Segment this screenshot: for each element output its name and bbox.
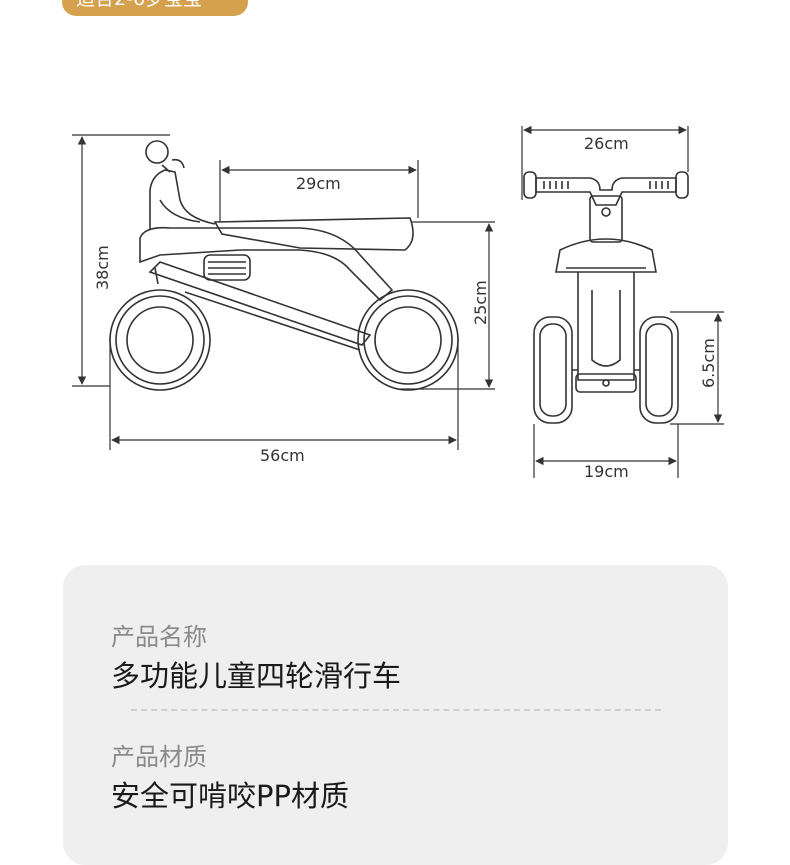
side-view-bike: [109, 140, 459, 391]
product-material-label: 产品材质: [111, 743, 207, 771]
dim-19cm-label: 19cm: [584, 462, 629, 481]
dim-26cm-label: 26cm: [584, 134, 629, 153]
dimension-drawing: 38cm 29cm 25cm 56cm 26cm 6.5cm 19cm: [72, 125, 724, 481]
divider: [131, 709, 661, 711]
front-dimension-lines: [521, 125, 724, 478]
dim-25cm-label: 25cm: [471, 280, 490, 325]
dim-38cm-label: 38cm: [93, 245, 112, 290]
side-dimension-lines: [72, 134, 495, 450]
product-info-card: 产品名称 多功能儿童四轮滑行车 产品材质 安全可啃咬PP材质: [63, 565, 728, 865]
age-badge: 适合2-6岁宝宝: [62, 0, 248, 16]
front-view-bike: [523, 171, 689, 424]
product-material-value: 安全可啃咬PP材质: [111, 779, 349, 813]
dim-6-5cm-label: 6.5cm: [699, 338, 718, 388]
dim-56cm-label: 56cm: [260, 446, 305, 465]
product-name-label: 产品名称: [111, 623, 207, 651]
product-name-value: 多功能儿童四轮滑行车: [111, 659, 402, 693]
dim-29cm-label: 29cm: [296, 174, 341, 193]
